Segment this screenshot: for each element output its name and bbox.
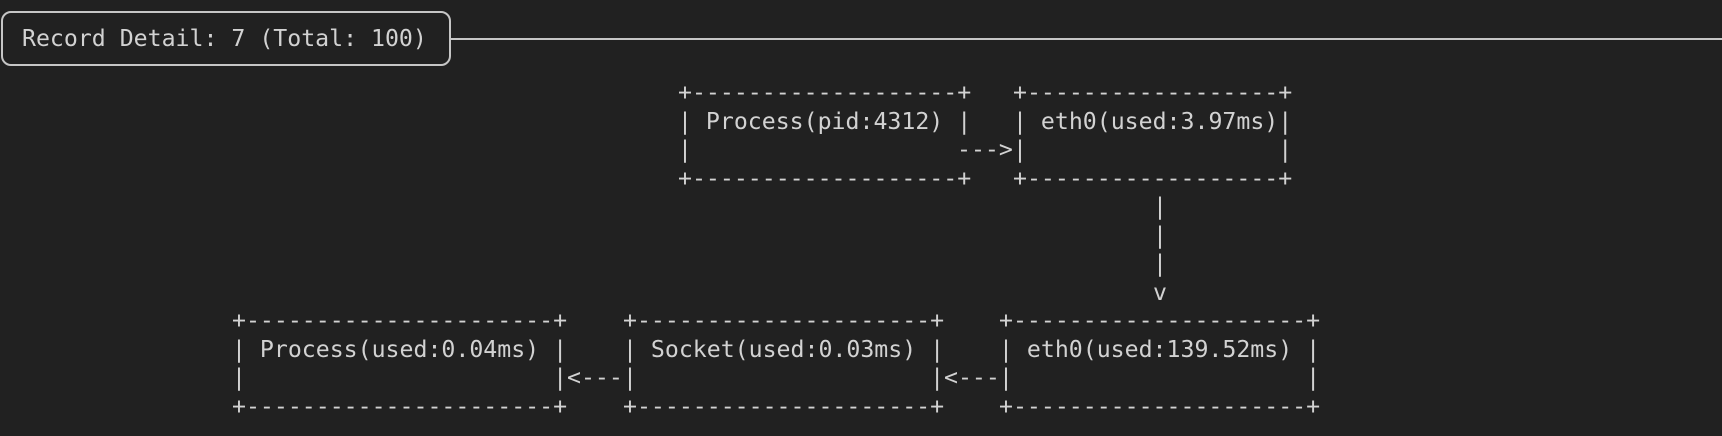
edge-process-to-eth0-arrow: ---> — [957, 136, 1013, 163]
node-process-top: +-------------------+ | Process(pid:4312… — [678, 79, 972, 192]
record-detail-title-box: Record Detail: 7 (Total: 100) — [1, 11, 451, 66]
node-socket: +---------------------+ | Socket(used:0.… — [623, 307, 945, 420]
node-process-bottom: +----------------------+ | Process(used:… — [232, 307, 568, 420]
edge-eth0-down-connector: | | | v — [1153, 193, 1167, 306]
panel-top-border-line — [451, 38, 1722, 40]
edge-eth0-to-socket-arrow: <--- — [944, 364, 1000, 391]
node-eth0-top: +------------------+ | eth0(used:3.97ms)… — [1013, 79, 1293, 192]
record-detail-title: Record Detail: 7 (Total: 100) — [22, 24, 427, 52]
edge-socket-to-process-arrow: <--- — [567, 364, 623, 391]
node-eth0-bottom: +---------------------+ | eth0(used:139.… — [999, 307, 1321, 420]
